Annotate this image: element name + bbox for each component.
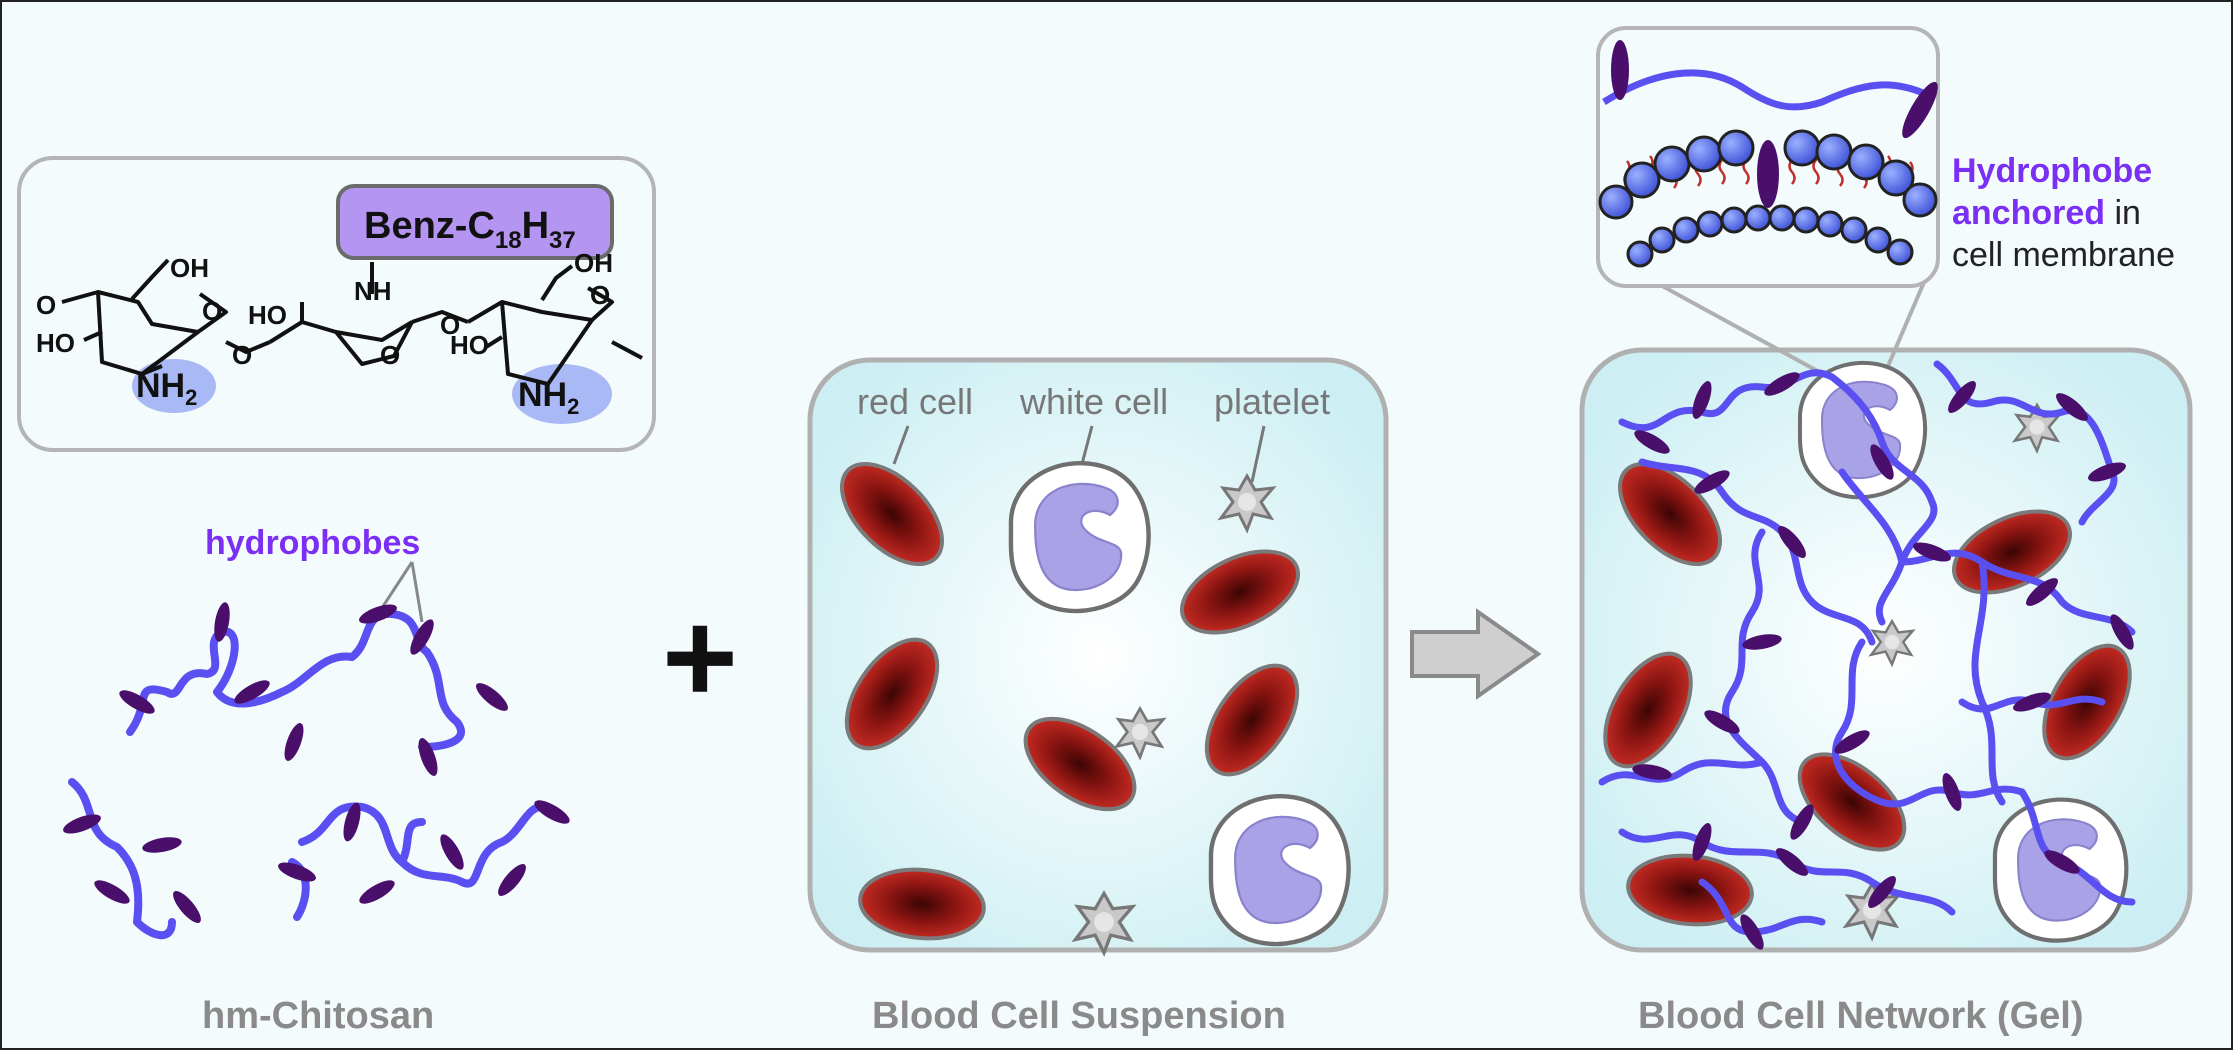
ring-o-label-2: O bbox=[380, 340, 400, 370]
hydrophobe-tag bbox=[91, 875, 133, 909]
amine-label-2: NH2 bbox=[518, 376, 579, 419]
amine-highlight-2 bbox=[512, 364, 612, 424]
o-label: O bbox=[36, 290, 56, 320]
inset-label-line2: anchored in bbox=[1952, 194, 2141, 232]
membrane-inset bbox=[1596, 26, 1940, 288]
white-cell bbox=[1995, 800, 2126, 941]
reaction-arrow bbox=[1410, 608, 1542, 700]
polymer-chain bbox=[68, 609, 551, 940]
oh-label-2: OH bbox=[574, 248, 613, 278]
chitosan-structure-box: Benz-C18H37 OH O HO NH bbox=[17, 156, 656, 452]
white-cell bbox=[1797, 360, 1928, 500]
blood-cell-suspension-panel: red cell white cell platelet Blood Cell … bbox=[807, 357, 1389, 1037]
hydrophobe-tag bbox=[531, 795, 573, 829]
inset-polymer bbox=[1602, 69, 1934, 111]
inset-hydrophobe bbox=[1902, 81, 1938, 139]
white-cell bbox=[1011, 463, 1149, 611]
suspension-caption: Blood Cell Suspension bbox=[872, 995, 1286, 1037]
hydrophobe-tag bbox=[493, 860, 531, 900]
amine-label-1: NH2 bbox=[136, 367, 197, 410]
hm-chitosan-chains: hydrophobes bbox=[60, 524, 573, 1037]
white-cell-label: white cell bbox=[1019, 381, 1168, 422]
platelet-pointer bbox=[1250, 425, 1266, 483]
substituent-formula: Benz-C18H37 bbox=[364, 205, 576, 254]
plus-sign: + bbox=[662, 584, 738, 730]
inset-label-line3: cell membrane bbox=[1952, 236, 2175, 274]
hydrophobe-tag bbox=[435, 831, 469, 873]
inset-label-line1: Hydrophobe bbox=[1952, 152, 2152, 190]
lipid-heads-inner bbox=[1626, 204, 1914, 268]
ho-label-2: HO bbox=[248, 300, 287, 330]
platelet-label: platelet bbox=[1214, 381, 1330, 422]
amine-highlight-1 bbox=[132, 359, 216, 413]
glyco-o-label: O bbox=[232, 340, 252, 370]
hydrophobe-tag bbox=[472, 678, 512, 716]
hydrophobe-tag bbox=[141, 834, 183, 856]
blood-cell-network-panel: Blood Cell Network (Gel) bbox=[1579, 250, 2193, 1037]
hydrophobe-tag bbox=[280, 720, 308, 764]
white-cell bbox=[1211, 796, 1349, 944]
hydrophobes-label: hydrophobes bbox=[205, 524, 420, 562]
ring-o-label: O bbox=[202, 296, 222, 326]
hm-chitosan-caption: hm-Chitosan bbox=[202, 995, 434, 1037]
red-cell-pointer bbox=[892, 425, 910, 465]
hydrophobe-tag bbox=[356, 875, 398, 909]
glyco-o-label-2: O bbox=[440, 310, 460, 340]
substituent-box bbox=[336, 184, 614, 260]
nh-label: NH bbox=[354, 276, 392, 306]
oh-label: OH bbox=[170, 253, 209, 283]
ring-o-label-3: O bbox=[590, 280, 610, 310]
white-cell-pointer bbox=[1080, 425, 1094, 465]
anchored-hydrophobe bbox=[1757, 140, 1779, 208]
ho-label-3: HO bbox=[450, 330, 489, 360]
ho-label: HO bbox=[36, 328, 75, 358]
network-caption: Blood Cell Network (Gel) bbox=[1638, 995, 2083, 1037]
inset-hydrophobe bbox=[1611, 40, 1629, 100]
red-cell-label: red cell bbox=[857, 381, 973, 422]
lipid-heads-outer bbox=[1598, 129, 1938, 220]
